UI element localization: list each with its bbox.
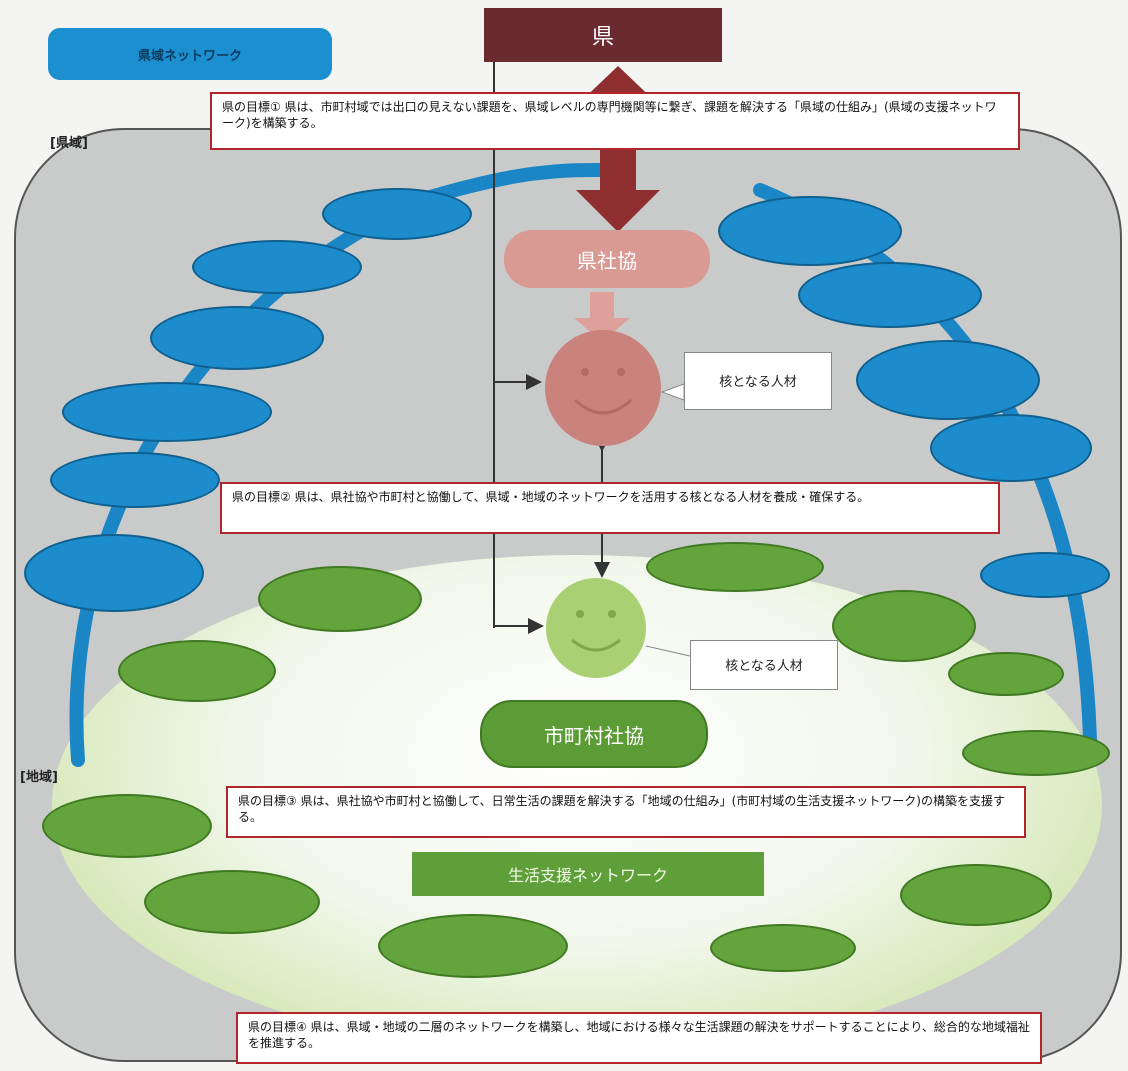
- diagram-title: 県域ネットワーク: [48, 28, 332, 80]
- pref-key-person-label: 核となる人材: [719, 374, 797, 390]
- goal-1: 県の目標① 県は、市町村域では出口の見えない課題を、県域レベルの専門機関等に繋ぎ…: [210, 92, 1020, 150]
- local-node: [258, 566, 422, 632]
- prefectural-region-label: [県域]: [50, 136, 88, 151]
- local-key-person-label: 核となる人材: [725, 658, 803, 674]
- pref-person-face: [545, 330, 661, 446]
- local-key-person-callout: 核となる人材: [690, 640, 838, 690]
- life-support-network-banner: 生活支援ネットワーク: [412, 852, 764, 896]
- pref-node: [24, 534, 204, 612]
- local-node: [144, 870, 320, 934]
- pref-node: [798, 262, 982, 328]
- pref-node: [322, 188, 472, 240]
- local-node: [948, 652, 1064, 696]
- pref-node: [62, 382, 272, 442]
- local-node: [646, 542, 824, 592]
- pref-node: [192, 240, 362, 294]
- local-node: [42, 794, 212, 858]
- goal-4: 県の目標④ 県は、県域・地域の二層のネットワークを構築し、地域における様々な生活…: [236, 1012, 1042, 1064]
- local-node: [962, 730, 1110, 776]
- council-to-person-arrow: [574, 292, 630, 342]
- local-node: [832, 590, 976, 662]
- pref-node: [930, 414, 1092, 482]
- local-node: [710, 924, 856, 972]
- pref-node: [50, 452, 220, 508]
- pref-node: [980, 552, 1110, 598]
- local-person-smile: [571, 638, 621, 652]
- pref-node: [150, 306, 324, 370]
- local-node: [378, 914, 568, 978]
- pref-node: [718, 196, 902, 266]
- local-callout-pointer: [645, 645, 691, 657]
- local-node: [900, 864, 1052, 926]
- goal-2: 県の目標② 県は、県社協や市町村と協働して、県域・地域のネットワークを活用する核…: [220, 482, 1000, 534]
- goal-3: 県の目標③ 県は、県社協や市町村と協働して、日常生活の課題を解決する「地域の仕組…: [226, 786, 1026, 838]
- pref-social-welfare-council: 県社協: [504, 230, 710, 288]
- local-node: [118, 640, 276, 702]
- local-person-face: [546, 578, 646, 678]
- pref-callout-pointer: [660, 383, 685, 401]
- pref-person-smile: [573, 398, 633, 415]
- prefecture-box: 県: [484, 8, 722, 62]
- municipal-social-welfare-council: 市町村社協: [480, 700, 708, 768]
- local-region-label: [地域]: [20, 770, 58, 785]
- pref-key-person-callout: 核となる人材: [684, 352, 832, 410]
- pref-node: [856, 340, 1040, 420]
